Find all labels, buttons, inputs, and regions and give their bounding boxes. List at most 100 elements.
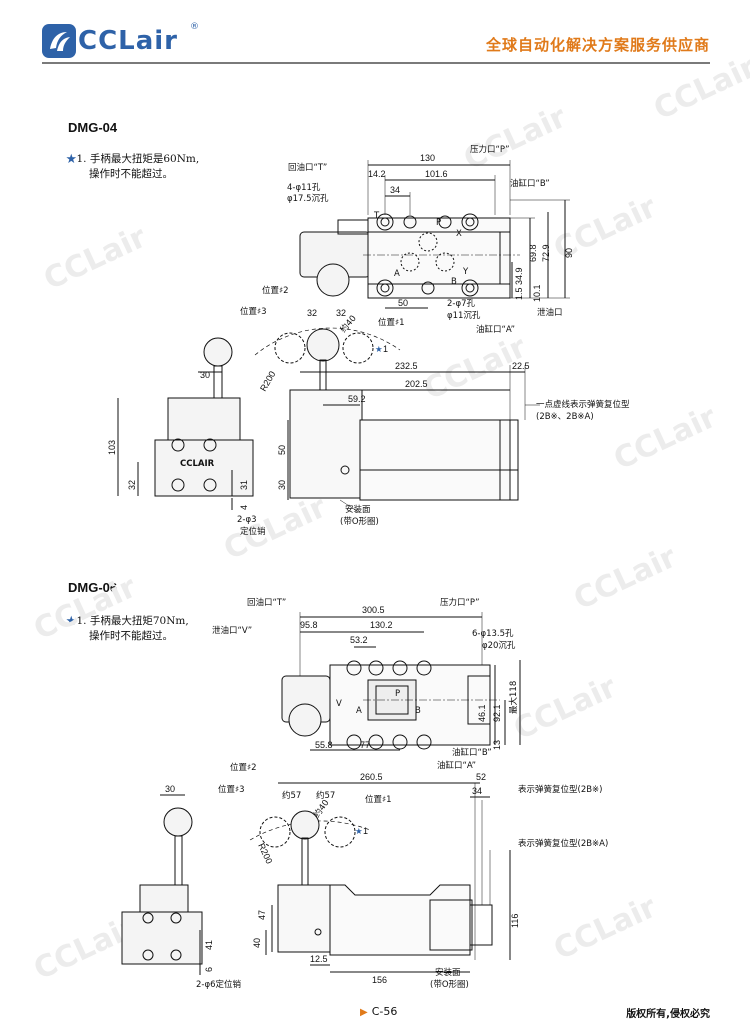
label-return-port: 回油口“T” [247, 597, 286, 608]
label-mount-face: 安装面 [345, 504, 371, 515]
label-cylinder-a: 油缸口“A” [437, 760, 476, 771]
star-icon: ★ [66, 153, 77, 165]
label-drain: 泄油口 [537, 307, 563, 318]
dim-55-8: 55.8 [315, 740, 333, 750]
label-position-3: 位置♯3 [240, 306, 267, 317]
label-mount-face: 安装面 [435, 967, 461, 978]
label-holes-2: 2-φ7孔 [447, 299, 475, 309]
label-spring-return: 表示弹簧复位型(2B※) [518, 784, 603, 795]
dim-116: 116 [510, 914, 520, 928]
dim-53-2: 53.2 [350, 635, 368, 645]
label-counterbore: φ17.5沉孔 [287, 194, 329, 204]
port-a: A [356, 706, 362, 716]
label-holes: 4-φ11孔 [287, 183, 321, 193]
label-cylinder-b: 油缸口“B” [452, 747, 492, 758]
dim-50: 50 [277, 445, 287, 455]
watermark-text: CCLair [509, 670, 622, 748]
brand-plate: CCLAIR [180, 459, 215, 469]
dim-40: 40 [252, 938, 262, 948]
dim-star-1: 1 [363, 826, 368, 836]
watermark-text: CCLair [569, 540, 682, 618]
dim-30: 30 [200, 370, 210, 380]
dim-202-5: 202.5 [405, 379, 428, 389]
watermark-text: CCLair [609, 400, 722, 478]
label-max-118: 最大118 [508, 681, 519, 714]
port-x: X [456, 229, 462, 239]
dim-star-1: 1 [383, 344, 388, 354]
dim-72-9: 72.9 [541, 244, 551, 262]
dim-46-1: 46.1 [477, 704, 487, 722]
dim-34-9: 34.9 [514, 267, 524, 285]
dim-92-1: 92.1 [492, 704, 502, 722]
label-pin: 2-φ3 [237, 515, 257, 525]
watermark-text: CCLair [39, 220, 152, 298]
dim-52: 52 [476, 772, 486, 782]
dim-77: 77 [360, 740, 370, 750]
dim-22-5: 22.5 [512, 361, 530, 371]
dim-14-2: 14.2 [368, 169, 386, 179]
label-cylinder-a: 油缸口“A” [476, 324, 515, 335]
label-counterbore-2: φ11沉孔 [447, 311, 481, 321]
dim-32: 32 [336, 308, 346, 318]
dim-260-5: 260.5 [360, 772, 383, 782]
dim-r200: R200 [256, 842, 274, 866]
port-p: P [436, 218, 441, 228]
label-position-2: 位置♯2 [262, 285, 289, 296]
label-about-57: 约57 [282, 790, 301, 801]
label-mount-oring: (带O形圈) [430, 980, 469, 990]
label-pressure-port: 压力口“P” [470, 144, 510, 155]
label-position-1: 位置♯1 [365, 794, 392, 805]
label-counterbore: φ20沉孔 [482, 641, 516, 651]
dim-300-5: 300.5 [362, 605, 385, 615]
port-a: A [394, 269, 400, 279]
dmg04-top-view [299, 160, 570, 309]
dim-12-5: 12.5 [310, 954, 328, 964]
dmg06-side-front-labels: 位置♯2 位置♯3 位置♯1 约57 约57 约40 ★ 1 30 R200 2… [165, 762, 608, 990]
watermark-text: CCLair [549, 890, 662, 968]
watermark-text: CCLair [219, 490, 332, 568]
label-pin: 2-φ6定位销 [196, 979, 241, 990]
dim-101-6: 101.6 [425, 169, 448, 179]
label-position-3: 位置♯3 [218, 784, 245, 795]
logo-text: CCLair [78, 26, 179, 56]
dim-4: 4 [239, 505, 249, 510]
logo-mark-icon [42, 24, 76, 58]
dmg04-top-labels: 130 14.2 101.6 34 72.9 69.8 90 34.9 1.5 … [287, 144, 574, 335]
label-position-1: 位置♯1 [378, 317, 405, 328]
watermark-text: CCLair [459, 100, 572, 178]
dim-r200: R200 [258, 369, 277, 393]
dim-10-1: 10.1 [532, 284, 542, 302]
label-mount-oring: (带O形圈) [340, 517, 379, 527]
port-p: P [395, 689, 400, 699]
section-title-dmg06: DMG-06 [68, 580, 118, 595]
dim-59-2: 59.2 [348, 394, 366, 404]
label-return-port: 回油口“T” [288, 162, 327, 173]
dim-50: 50 [398, 298, 408, 308]
dim-41: 41 [204, 940, 214, 950]
dim-6: 6 [204, 967, 214, 972]
header-tagline: 全球自动化解决方案服务供应商 [485, 36, 710, 54]
dim-1-5: 1.5 [514, 287, 524, 300]
note-line: 操作时不能超过。 [89, 168, 173, 180]
dim-13: 13 [492, 740, 502, 750]
dim-90: 90 [564, 248, 574, 258]
watermark-text: CCLair [29, 570, 142, 648]
header-divider [42, 62, 710, 64]
dmg06-side-front-view [121, 782, 511, 975]
dim-103: 103 [107, 440, 117, 455]
label-drain-v: 泄油口“V” [212, 625, 252, 636]
port-t: T [373, 211, 380, 221]
note-dmg06: ★1. 手柄最大扭矩70Nm, 操作时不能超过。 [66, 614, 189, 644]
dim-130: 130 [420, 153, 435, 163]
label-pressure-port: 压力口“P” [440, 597, 480, 608]
dim-31: 31 [239, 480, 249, 490]
note-dmg04: ★1. 手柄最大扭矩是60Nm, 操作时不能超过。 [66, 152, 199, 182]
dim-30: 30 [165, 784, 175, 794]
note-line: 操作时不能超过。 [89, 630, 173, 642]
copyright-notice: 版权所有,侵权必究 [626, 1009, 710, 1020]
dim-32: 32 [127, 480, 137, 490]
dim-69-8: 69.8 [528, 244, 538, 262]
note-line: 1. 手柄最大扭矩70Nm, [76, 615, 189, 627]
port-b: B [415, 706, 421, 716]
